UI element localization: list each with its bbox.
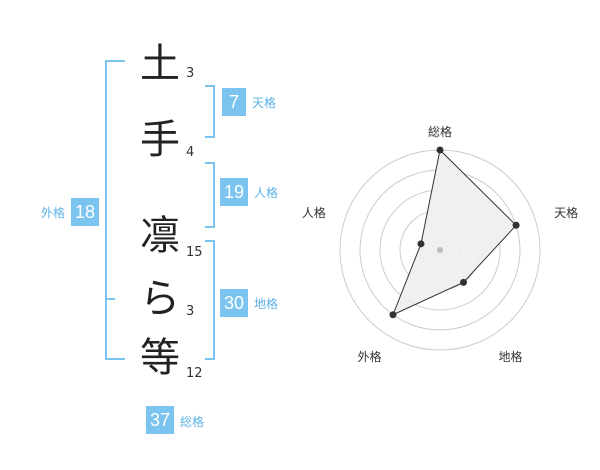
soukaku-label: 総格: [180, 415, 205, 429]
name-char-2: 手: [140, 117, 180, 163]
radar-chart: 総格 天格 地格 外格 人格: [302, 124, 578, 364]
radar-axis-label-chikaku: 地格: [499, 349, 523, 364]
name-char-5: 等: [140, 335, 180, 381]
jinkaku-label: 人格: [254, 186, 279, 200]
chikaku-bracket: [205, 240, 215, 360]
radar-point: [389, 311, 397, 319]
radar-point: [436, 146, 444, 154]
tenkaku-bracket: [205, 85, 215, 138]
radar-point: [460, 278, 468, 286]
gaikaku-bracket: [105, 60, 125, 360]
jinkaku-value: 19: [220, 178, 248, 206]
stroke-count-4: 3: [186, 304, 195, 319]
gaikaku-bracket-tick: [105, 298, 115, 300]
radar-axis-label-soukaku: 総格: [428, 124, 452, 139]
gaikaku-value: 18: [71, 198, 99, 226]
stroke-count-3: 15: [186, 245, 203, 260]
radar-points: [389, 146, 520, 319]
radar-axis-label-jinkaku: 人格: [302, 205, 326, 220]
radar-axis-label-tenkaku: 天格: [554, 205, 578, 220]
stroke-count-1: 3: [186, 66, 195, 81]
jinkaku-bracket: [205, 162, 215, 228]
chikaku-value: 30: [220, 289, 248, 317]
name-char-1: 土: [140, 41, 180, 87]
radar-center-dot: [437, 247, 443, 253]
stroke-count-2: 4: [186, 145, 195, 160]
tenkaku-label: 天格: [252, 96, 277, 110]
gaikaku-label: 外格: [41, 206, 66, 220]
radar-area: [392, 148, 517, 316]
chikaku-label: 地格: [254, 297, 279, 311]
radar-axis-label-gaikaku: 外格: [357, 349, 381, 364]
name-char-4: ら: [140, 276, 180, 322]
radar-point: [417, 240, 425, 248]
stroke-count-5: 12: [186, 366, 203, 381]
tenkaku-value: 7: [222, 88, 246, 116]
name-char-3: 凛: [140, 213, 180, 259]
soukaku-value: 37: [146, 406, 174, 434]
radar-point: [512, 221, 520, 229]
